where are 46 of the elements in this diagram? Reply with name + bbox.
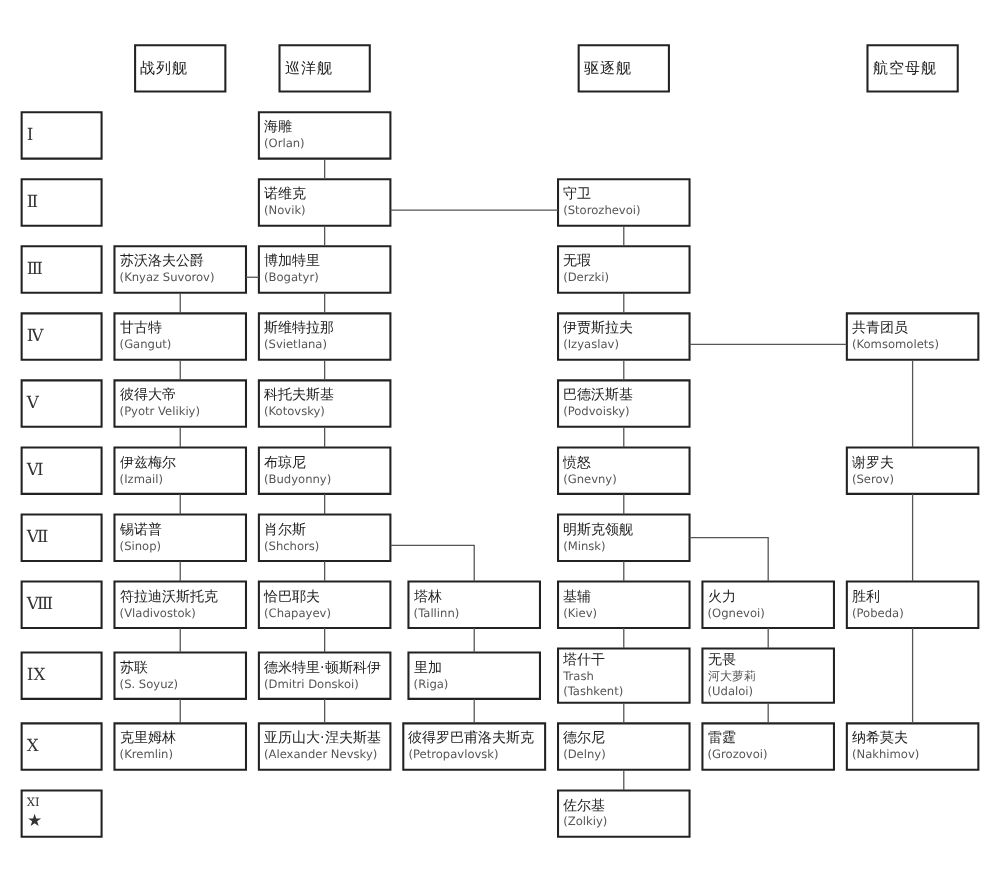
connector — [179, 698, 181, 724]
connector — [623, 292, 625, 314]
connector — [179, 627, 181, 653]
connector — [623, 627, 625, 649]
connector — [623, 359, 625, 381]
connector — [179, 493, 181, 515]
connector — [179, 560, 181, 582]
connector — [324, 627, 326, 653]
connector — [767, 627, 769, 649]
connector — [623, 225, 625, 247]
node-box: Ⅵ — [20, 446, 103, 495]
connector — [911, 627, 914, 724]
node-box: Ⅳ — [20, 312, 103, 361]
connector — [767, 702, 769, 724]
connector — [179, 292, 181, 314]
connector — [324, 359, 326, 381]
connector — [473, 698, 475, 724]
connector — [689, 343, 848, 345]
connector — [324, 698, 326, 724]
connector — [179, 359, 181, 381]
node-box: Ⅱ — [20, 178, 103, 227]
connector — [179, 426, 181, 448]
connector — [473, 627, 475, 653]
connector — [623, 769, 625, 791]
connector — [390, 544, 475, 582]
node-box: Ⅲ — [20, 245, 103, 294]
node-box: Ⅶ — [20, 513, 103, 562]
connector — [623, 702, 625, 724]
connector — [623, 560, 625, 582]
connector — [324, 292, 326, 314]
connector — [324, 426, 326, 448]
connector — [324, 225, 326, 247]
connector — [324, 493, 326, 515]
connector — [324, 158, 326, 180]
node-box: IX — [20, 651, 103, 700]
connector — [623, 493, 625, 515]
connector — [623, 426, 625, 448]
connector — [324, 560, 326, 582]
node-box: Ⅴ — [20, 379, 103, 428]
node-box: Ⅰ — [20, 111, 103, 160]
connector — [911, 493, 914, 582]
connector — [689, 537, 769, 582]
node-box: X — [20, 722, 103, 771]
connector — [390, 209, 559, 211]
node-box: Ⅷ — [20, 580, 103, 629]
connector — [911, 359, 914, 448]
